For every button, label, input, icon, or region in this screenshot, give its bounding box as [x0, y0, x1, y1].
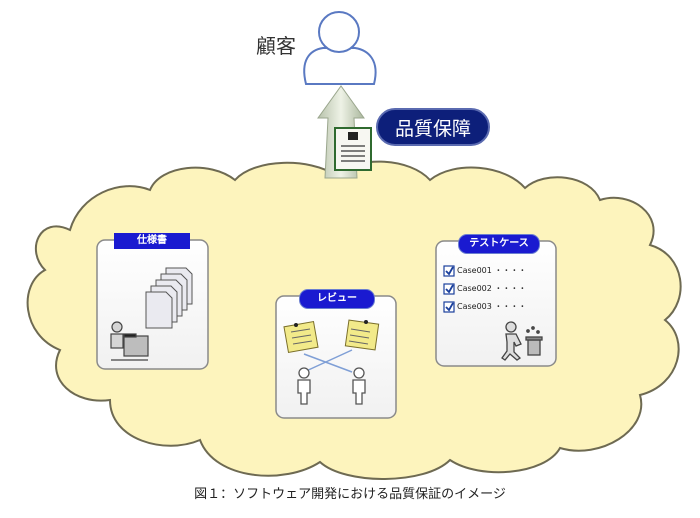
customer-label: 顧客: [256, 34, 296, 58]
checkbox-icon: [443, 265, 455, 313]
sticky-note-icon: [283, 321, 319, 353]
check-mark-icon: [445, 266, 454, 312]
test-case-item: Case003 ・・・・: [457, 302, 527, 311]
review-connection-lines: [303, 349, 353, 373]
customer-person-icon: [303, 11, 377, 85]
test-case-item: Case001 ・・・・: [457, 266, 527, 275]
tester-with-trash-icon: [501, 321, 543, 361]
test-panel-title: テストケース: [458, 234, 540, 254]
review-panel-title: レビュー: [299, 289, 375, 309]
certificate-icon: [334, 127, 372, 171]
document-stack-icon: [145, 267, 193, 329]
sticky-note-icon: [344, 319, 380, 351]
figure-caption: 図１：ソフトウェア開発における品質保証のイメージ: [194, 487, 506, 502]
test-case-item: Case002 ・・・・: [457, 284, 527, 293]
reviewer-icon: [297, 367, 366, 405]
worker-at-desk-icon: [110, 321, 149, 361]
spec-panel-title: 仕様書: [114, 233, 190, 249]
quality-assurance-badge: 品質保障: [376, 108, 490, 146]
